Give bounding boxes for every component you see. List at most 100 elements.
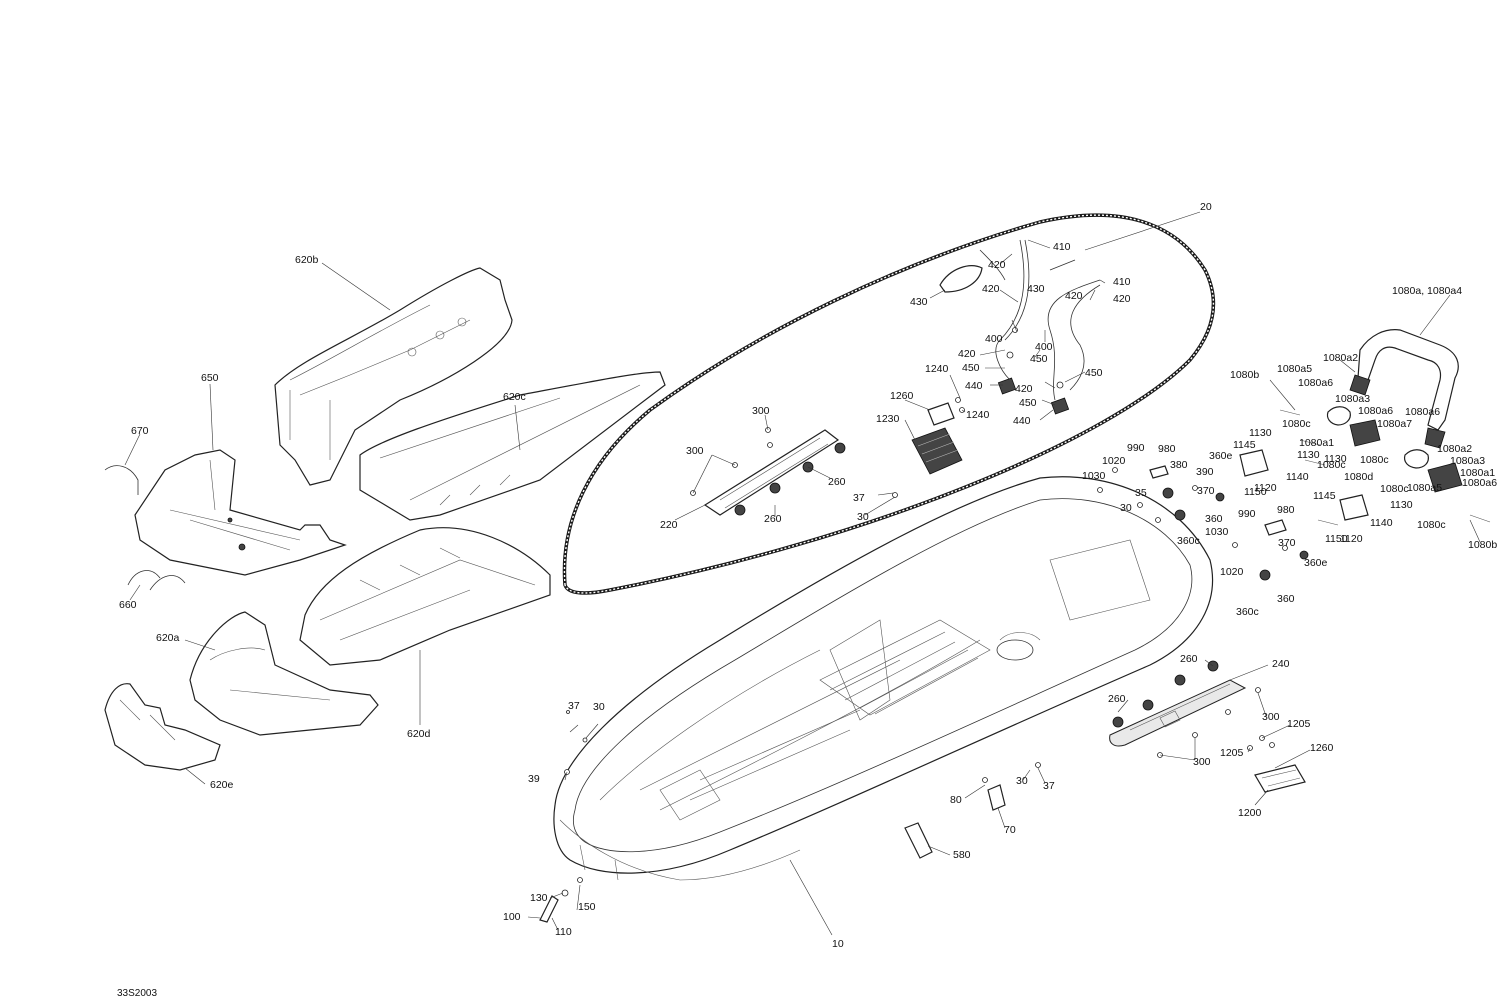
label-990-a: 990 xyxy=(1127,442,1145,454)
leader-lines xyxy=(124,211,1481,936)
label-1080a5-a: 1080a5 xyxy=(1277,363,1312,375)
label-620e: 620e xyxy=(210,779,234,791)
label-410-b: 410 xyxy=(1113,276,1131,288)
label-1080a3-a: 1080a3 xyxy=(1335,393,1370,405)
label-360c-a: 360c xyxy=(1177,535,1200,547)
label-1080a6-d: 1080a6 xyxy=(1462,477,1497,489)
label-30-d: 30 xyxy=(1016,775,1028,787)
bracket-70-part xyxy=(982,762,1041,811)
label-1260-b: 1260 xyxy=(1310,742,1334,754)
label-620b: 620b xyxy=(295,254,319,266)
label-260-d: 260 xyxy=(1108,693,1126,705)
rail-220-part xyxy=(690,427,898,516)
label-300-d: 300 xyxy=(1193,756,1211,768)
fastener-cluster-right xyxy=(1097,409,1491,581)
label-1020-b: 1020 xyxy=(1220,566,1244,578)
label-1080a5-b: 1080a5 xyxy=(1407,482,1442,494)
label-1200: 1200 xyxy=(1238,807,1262,819)
label-10: 10 xyxy=(832,938,844,950)
label-420-d: 420 xyxy=(1113,293,1131,305)
deck-seal-part xyxy=(562,213,1216,595)
label-37-b: 37 xyxy=(568,700,580,712)
liner-620a-part xyxy=(189,611,379,736)
label-1240-a: 1240 xyxy=(925,363,949,375)
label-20: 20 xyxy=(1200,201,1212,213)
label-1120-b: 1120 xyxy=(1340,533,1363,545)
foot-pad-1230 xyxy=(911,397,965,475)
label-1020-a: 1020 xyxy=(1102,455,1126,467)
bow-eye-parts xyxy=(539,710,588,923)
label-450-c: 450 xyxy=(1085,367,1103,379)
handle-1080-part xyxy=(1326,329,1463,493)
liner-620e-part xyxy=(104,683,221,771)
label-360-a: 360 xyxy=(1205,513,1223,525)
label-1080a7: 1080a7 xyxy=(1377,418,1412,430)
label-1030-a: 1030 xyxy=(1082,470,1106,482)
rail-240-part xyxy=(1109,660,1261,758)
label-1030-b: 1030 xyxy=(1205,526,1229,538)
label-1080a3-b: 1080a3 xyxy=(1450,455,1485,467)
label-980-b: 980 xyxy=(1277,504,1295,516)
label-150: 150 xyxy=(578,901,596,913)
label-1080b-b: 1080b xyxy=(1468,539,1497,551)
label-1120-a: 1120 xyxy=(1254,482,1277,494)
label-300-a: 300 xyxy=(752,405,770,417)
label-420-f: 420 xyxy=(1015,383,1033,395)
label-1260-a: 1260 xyxy=(890,390,914,402)
label-360e-b: 360e xyxy=(1304,557,1328,569)
label-650: 650 xyxy=(201,372,219,384)
label-80: 80 xyxy=(950,794,962,806)
label-260-a: 260 xyxy=(828,476,846,488)
label-360-b: 360 xyxy=(1277,593,1295,605)
label-1205-a: 1205 xyxy=(1287,718,1311,730)
label-1240-b: 1240 xyxy=(966,409,990,421)
label-450-a: 450 xyxy=(1030,353,1048,365)
label-30-c: 30 xyxy=(593,701,605,713)
label-660: 660 xyxy=(119,599,137,611)
plate-580-part xyxy=(904,822,933,859)
label-1130-c: 1130 xyxy=(1324,453,1347,465)
strap-660-part xyxy=(127,570,186,591)
label-360e-a: 360e xyxy=(1209,450,1233,462)
label-300-b: 300 xyxy=(686,445,704,457)
label-1080a1-b: 1080a1 xyxy=(1460,467,1495,479)
label-110: 110 xyxy=(555,926,572,938)
label-980-a: 980 xyxy=(1158,443,1176,455)
label-1080a6-c: 1080a6 xyxy=(1405,406,1440,418)
label-1080c-b: 1080c xyxy=(1317,459,1346,471)
label-260-c: 260 xyxy=(1180,653,1198,665)
label-620c: 620c xyxy=(503,391,526,403)
label-370-a: 370 xyxy=(1197,485,1215,497)
strap-670-part xyxy=(104,465,139,495)
label-1150-b: 1150 xyxy=(1325,533,1348,545)
liner-620d-part xyxy=(299,527,551,666)
label-1080d: 1080d xyxy=(1344,471,1373,483)
label-420-c: 420 xyxy=(1065,290,1083,302)
liner-620b-part xyxy=(274,267,513,486)
label-1130-a: 1130 xyxy=(1249,427,1272,439)
label-430-b: 430 xyxy=(1027,283,1045,295)
label-580: 580 xyxy=(953,849,971,861)
label-1080a-1080a4: 1080a, 1080a4 xyxy=(1392,285,1462,297)
label-39: 39 xyxy=(528,773,540,785)
label-430-a: 430 xyxy=(910,296,928,308)
label-1145-b: 1145 xyxy=(1313,490,1336,502)
label-30-a: 30 xyxy=(857,511,869,523)
label-35: 35 xyxy=(1135,487,1147,499)
label-100: 100 xyxy=(503,911,521,923)
label-420-a: 420 xyxy=(988,259,1006,271)
label-410-a: 410 xyxy=(1053,241,1071,253)
label-1205-b: 1205 xyxy=(1220,747,1244,759)
label-1230: 1230 xyxy=(876,413,900,425)
label-420-b: 420 xyxy=(982,283,1000,295)
label-450-d: 450 xyxy=(1019,397,1037,409)
label-260-b: 260 xyxy=(764,513,782,525)
bracket-650-part xyxy=(134,449,347,576)
label-440-b: 440 xyxy=(1013,415,1031,427)
label-440-a: 440 xyxy=(965,380,983,392)
label-1080c-e: 1080c xyxy=(1360,454,1389,466)
label-1130-b: 1130 xyxy=(1297,449,1320,461)
label-1080a2-a: 1080a2 xyxy=(1323,352,1358,364)
label-220: 220 xyxy=(660,519,678,531)
part-labels: 10 20 30 30 30 30 35 37 37 37 39 70 80 1… xyxy=(119,201,1497,950)
